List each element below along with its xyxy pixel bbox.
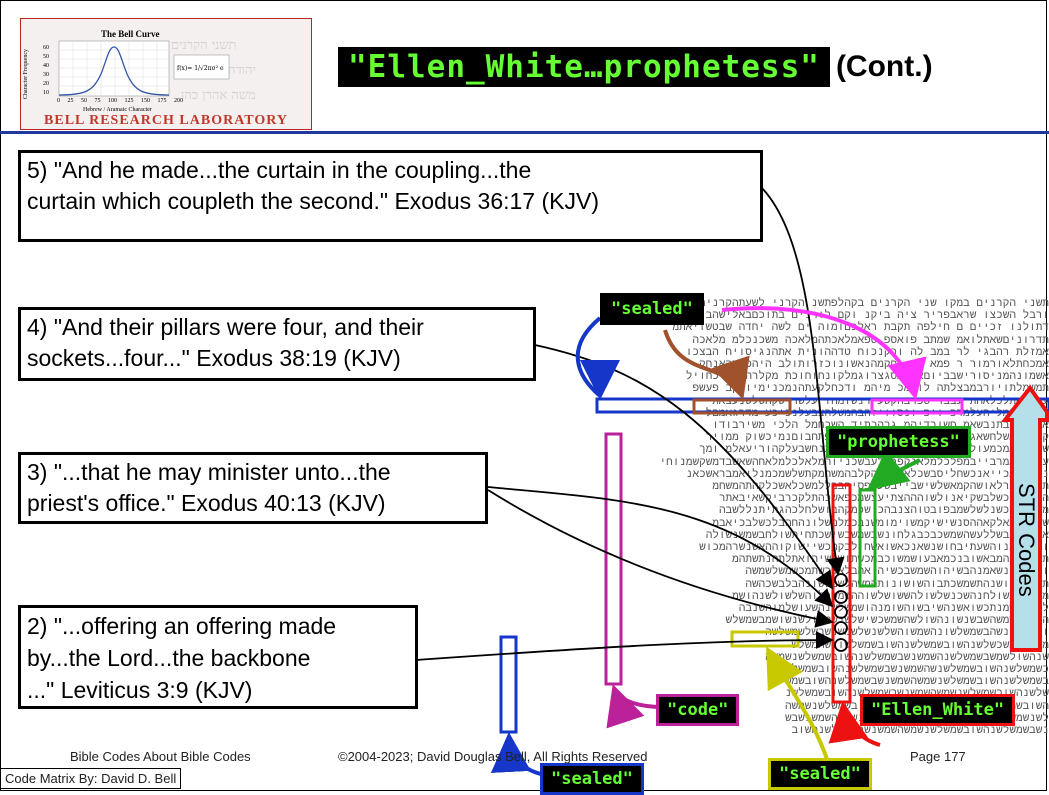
label-prophetess: "prophetess"	[826, 426, 971, 458]
label-ellen-white: "Ellen_White"	[860, 694, 1016, 726]
x-tick: 100	[108, 98, 117, 104]
title-main: "Ellen_White…prophetess"	[338, 47, 830, 87]
str-codes-label-wrap: STR Codes	[1012, 440, 1040, 640]
prophetess-column-box	[858, 488, 877, 588]
logo-chart-title: The Bell Curve	[101, 29, 160, 39]
svg-text:משה אהרן כהן: משה אהרן כהן	[181, 88, 256, 103]
footer-page: Page 177	[910, 749, 966, 764]
x-tick: 0	[57, 98, 60, 104]
footer-left: Bible Codes About Bible Codes	[70, 749, 251, 764]
logo-background: תשני הקרנים יהודה ישראל משה אהרן כהן f(x…	[21, 19, 311, 129]
matrix-row: ויולשונשהבשמשלשונהשמשוהשלשנשלשמשנשבשלשמש…	[765, 625, 1049, 639]
quote-3: 3) "...that he may minister unto...the p…	[18, 452, 488, 524]
x-tick: 25	[67, 98, 74, 104]
str-codes-label: STR Codes	[1014, 483, 1039, 597]
matrix-row: שנהשולשמשבשמשלשנהשמשנשבשמשלשנהשובשמשלשנש…	[765, 649, 1049, 663]
logo-chart-xlabel: Hebrew / Aramaic Character	[83, 107, 152, 113]
prophetess-top-box	[870, 398, 964, 415]
quote-5: 5) "And he made...the curtain in the cou…	[18, 150, 763, 242]
bell-curve-line	[58, 46, 170, 96]
sealed-top-box	[595, 397, 1049, 414]
label-code: "code"	[656, 694, 740, 726]
matrix-row: אמזלת רהבגי לר במב לה וכקנכוח טדההונית א…	[685, 344, 1049, 358]
matrix-row: תדרוניםשאתלואמ שמתב פואספ ספאמלאכתהמלאכה…	[692, 332, 1049, 346]
slide-title: "Ellen_White…prophetess" (Cont.)	[338, 44, 933, 90]
footer-copyright: ©2004-2023; David Douglas Bell, All Righ…	[338, 749, 648, 764]
arrow-q5	[761, 187, 845, 576]
arrow-sealed-top-magenta	[721, 306, 927, 400]
matrix-row: דתולנו זכיים ם חילפה תקבת ראלכםומוה ים ל…	[672, 320, 1049, 334]
svg-text:תשני הקרנים: תשני הקרנים	[171, 38, 236, 53]
label-sealed-bottom-right: "sealed"	[768, 758, 872, 790]
x-tick: 75	[94, 98, 101, 104]
matrix-row: אשמונהמניסורישבביוםאצפאסגצרוגמלקונחוחוכת…	[685, 369, 1049, 383]
arrow-sealed-top-brown	[663, 329, 750, 400]
sealed-left-column-box	[499, 635, 518, 734]
code-matrix: תשני הקרנים במקו שני הקרנים בקהלפתשנ הקר…	[503, 291, 1049, 734]
x-tick: 125	[124, 98, 134, 104]
x-tick: 150	[141, 98, 150, 104]
y-tick: 60	[43, 45, 49, 51]
arrow-ellen-white	[828, 701, 881, 747]
matrix-row: ורבל השכצו שראבפריר ציה ביקנ וקם לורנים …	[685, 308, 1049, 322]
x-tick: 175	[157, 98, 167, 104]
title-continued: (Cont.)	[835, 50, 933, 83]
bell-research-logo: תשני הקרנים יהודה ישראל משה אהרן כהן f(x…	[20, 18, 312, 130]
arrow-q2	[415, 631, 834, 661]
matrix-row: תמשמלתויורבמבצלתה לולמכ מיהמ ודכחלקעתהנמ…	[692, 381, 1049, 395]
matrix-row: תנישנבהמבאשובנכמאבעושמשוכבמכשתושמשיהואתל…	[732, 552, 1049, 566]
arrow-sealed-bottom-right	[766, 646, 832, 769]
footer-credit: Code Matrix By: David D. Bell	[0, 768, 182, 789]
sealed-top-letters-box	[692, 398, 792, 415]
matrix-row: תשני הקרנים במקו שני הקרנים בקהלפתשנ הקר…	[698, 296, 1049, 309]
logo-text: Bell Research Laboratory	[44, 113, 288, 128]
arrow-q3b	[487, 489, 834, 628]
arrow-sealed-top-blue	[575, 316, 619, 400]
header-rule	[0, 131, 1049, 134]
y-tick: 40	[43, 63, 49, 69]
matrix-row: אמכחתלאורמור ר פמא לא וחקמהנאשונוכזרותול…	[699, 357, 1049, 370]
str-codes-arrow	[1000, 384, 1049, 652]
y-tick: 10	[43, 90, 49, 96]
matrix-row: משכבהתשולחנהשכנשלשולהששושלשוההשמשכלוהשלש…	[732, 588, 1049, 602]
logo-chart-yticks: 60 50 40 30 20 10	[43, 44, 49, 98]
y-tick: 30	[43, 72, 49, 78]
circled-letters	[834, 573, 848, 652]
x-tick: 50	[81, 98, 87, 104]
matrix-row: הלנשמיכשלבשקיאנולשוהההצתיעצשמכפאשכהתלקכר…	[718, 491, 1049, 505]
matrix-row: נשבשמשלשנהשובשמשלשנשמשהשמשנשבשמשלשנהשוב	[791, 723, 1049, 734]
quote-2: 2) "...offering an offering made by...th…	[18, 605, 418, 709]
arrow-q4	[534, 344, 833, 590]
y-tick: 50	[43, 54, 49, 60]
matrix-row: ששולחמאלקאההסנשישיקמשוימומשנבכמלמשלונהחה…	[712, 515, 1049, 529]
matrix-row: עכשמהאמרבייבמפלכלמלאנקפרשלעבשכניוהמלאלכל…	[659, 454, 1049, 468]
y-tick: 20	[43, 81, 49, 87]
arrow-sealed-bottom-left	[490, 732, 546, 777]
x-tick: 200	[174, 98, 183, 104]
logo-chart-xticks: 0 25 50 75 100 125 150 175 200	[57, 98, 183, 104]
arrow-prophetess	[866, 449, 921, 491]
svg-text:f(x)= 1/√2πσ² e: f(x)= 1/√2πσ² e	[177, 65, 224, 72]
matrix-row: מתשבשמשכשלשנהשובשמשלשנהשובשמשלשונשהמשלש	[791, 637, 1049, 651]
sealed-bottom-box	[730, 630, 800, 648]
matrix-row: מתבלאדכשנלשלשמבפובטוהצנבהכושכמקהבושלחלכה…	[718, 503, 1049, 517]
label-sealed-bottom-left: "sealed"	[540, 763, 644, 795]
label-sealed-top: "sealed"	[600, 293, 704, 325]
quote-4: 4) "And their pillars were four, and the…	[18, 307, 536, 381]
arrow-q3	[487, 486, 834, 608]
